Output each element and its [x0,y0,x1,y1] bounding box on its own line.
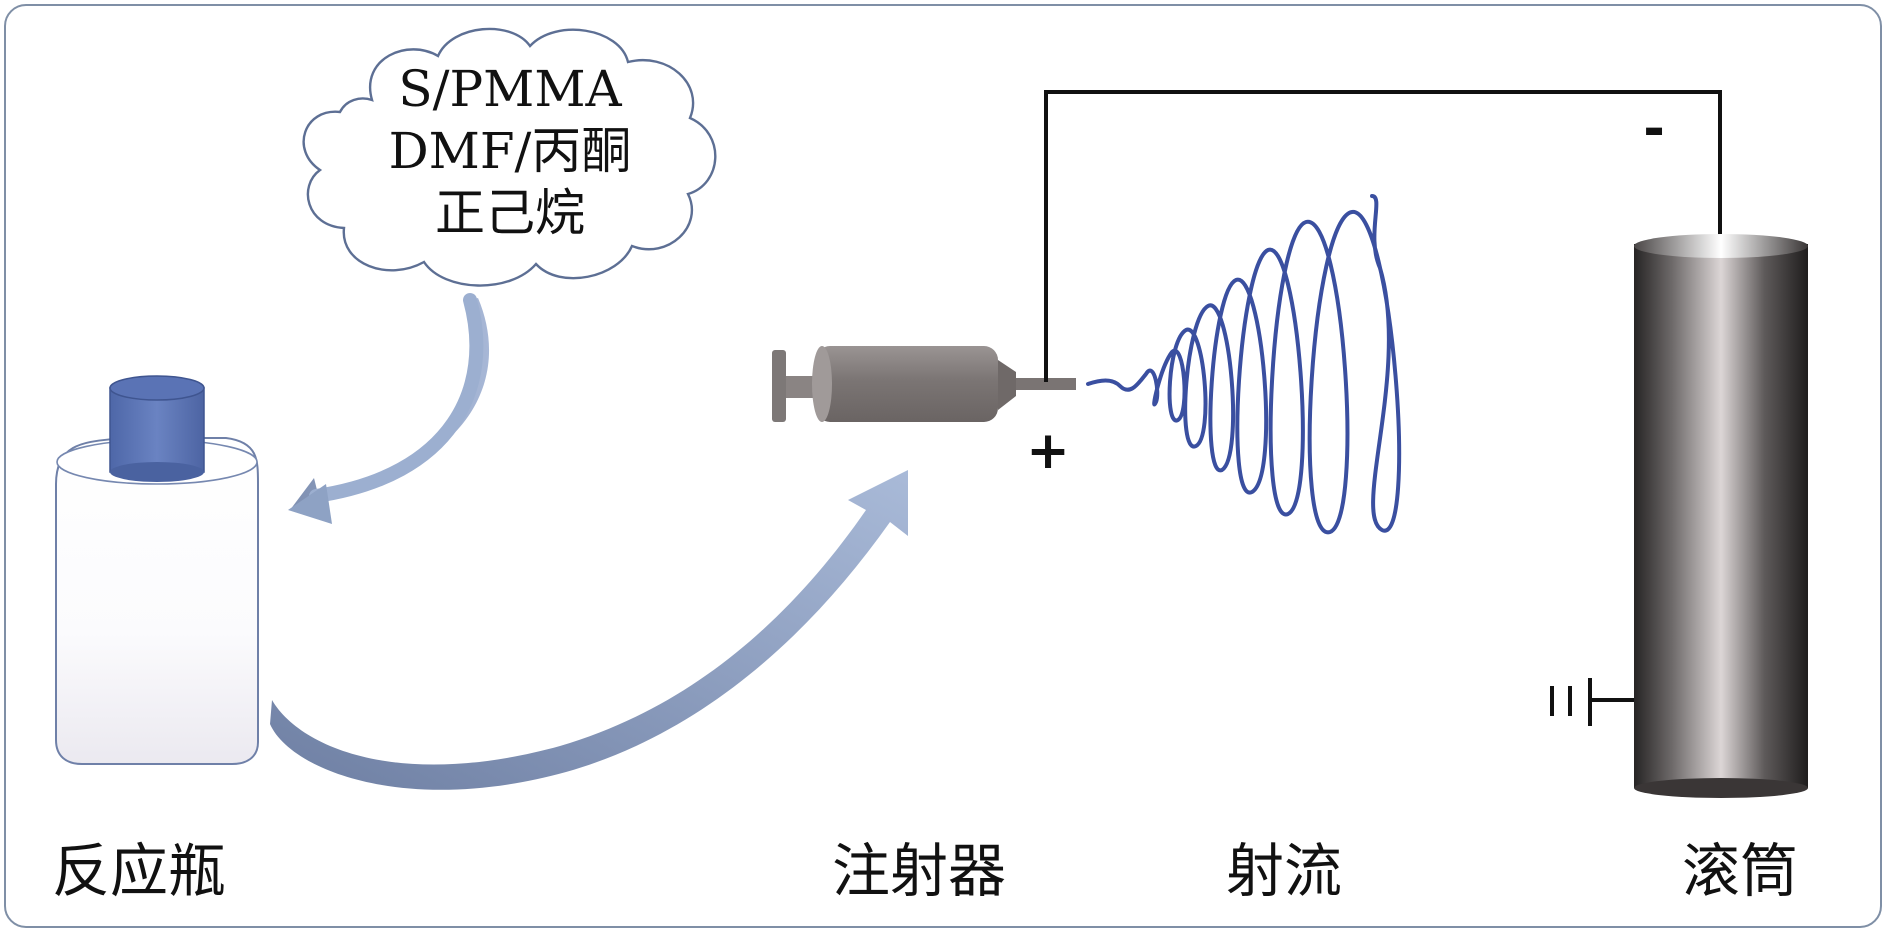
cloud-line-polymer: S/PMMA [398,60,622,118]
reaction-bottle [55,375,259,765]
positive-sign: + [1026,421,1070,481]
bottle-to-syringe-arrow [270,470,908,790]
ground-symbol [1550,678,1634,726]
negative-sign: - [1643,99,1665,159]
cloud-to-bottle-arrow [290,298,490,512]
syringe-hub [998,360,1016,410]
cloud-label: S/PMMA DMF/丙酮 正己烷 [330,58,690,244]
label-drum: 滚筒 [1682,837,1799,905]
jet-spiral [1086,194,1402,535]
cloud-line-nonsolvent: 正己烷 [435,184,585,242]
label-reaction-bottle: 反应瓶 [52,837,227,905]
bottle-cap [109,387,205,473]
syringe-needle [1016,378,1076,390]
label-syringe: 注射器 [832,837,1007,905]
drum-top [1634,234,1808,258]
high-voltage-wire [1044,90,1722,382]
collector-drum [1634,234,1808,798]
cloud-arrow-head [288,484,332,524]
cloud-line-solvent: DMF/丙酮 [388,122,632,180]
syringe-plunger-end [772,350,786,422]
cloud-shape [302,27,717,287]
label-jet: 射流 [1226,837,1343,905]
syringe [772,346,1076,422]
syringe-barrel [816,346,998,422]
